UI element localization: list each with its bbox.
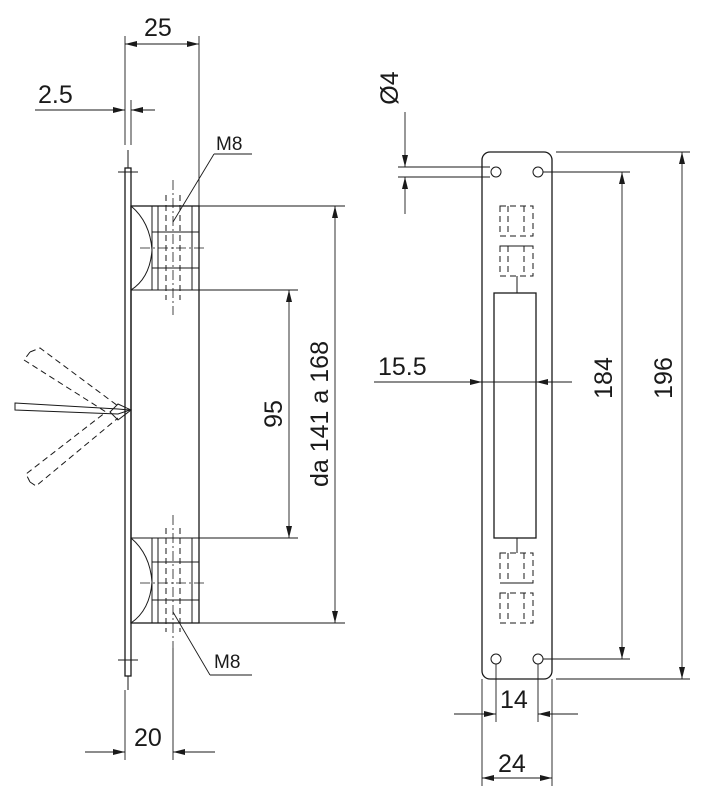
dim-body-width — [124, 36, 200, 206]
dim-hole-spacing — [454, 664, 578, 722]
hole-top-left — [490, 166, 502, 178]
lever — [14, 347, 132, 487]
dim-plate-length — [556, 151, 690, 680]
hidden-features-top — [499, 205, 534, 293]
thread-top-label: M8 — [216, 134, 242, 155]
dim-plate-width-label: 24 — [498, 750, 526, 778]
dim-base-width-label: 20 — [134, 724, 162, 752]
dim-thickness-label: 2.5 — [38, 81, 73, 109]
thread-bottom-label: M8 — [214, 652, 240, 673]
dim-fixing-range-label: da 141 a 168 — [306, 341, 334, 487]
hidden-features-bottom — [499, 538, 534, 624]
dim-slot-offset-label: 15.5 — [378, 353, 427, 381]
thread-bottom-leader — [172, 611, 211, 676]
dim-slot-offset — [374, 379, 572, 385]
dim-body-width-label: 25 — [144, 14, 172, 42]
dim-thickness — [35, 100, 155, 145]
dim-hole-diameter-label: Ø4 — [376, 71, 404, 104]
dim-hole-pitch-label: 184 — [590, 357, 618, 399]
hole-top-right — [532, 166, 544, 178]
dim-fixing-range — [199, 205, 345, 624]
dim-hole-diameter — [398, 112, 490, 214]
center-slot — [493, 292, 537, 539]
dim-plate-width — [481, 679, 553, 786]
dim-base-width — [85, 648, 215, 760]
front-view: Ø4 15.5 184 196 — [374, 71, 690, 786]
dim-center-gap — [199, 289, 298, 539]
dim-center-gap-label: 95 — [260, 400, 288, 428]
dim-plate-length-label: 196 — [650, 357, 678, 399]
hole-bottom-right — [532, 653, 544, 665]
dim-hole-pitch — [543, 171, 630, 660]
thread-top-leader — [172, 153, 215, 223]
dim-hole-spacing-label: 14 — [500, 686, 528, 714]
side-body — [130, 205, 200, 624]
side-plate — [124, 167, 132, 677]
front-plate — [481, 151, 553, 680]
bottom-hinge-curve — [130, 537, 153, 624]
side-view: 2.5 25 M8 M8 20 — [14, 14, 345, 760]
hole-bottom-left — [490, 653, 502, 665]
